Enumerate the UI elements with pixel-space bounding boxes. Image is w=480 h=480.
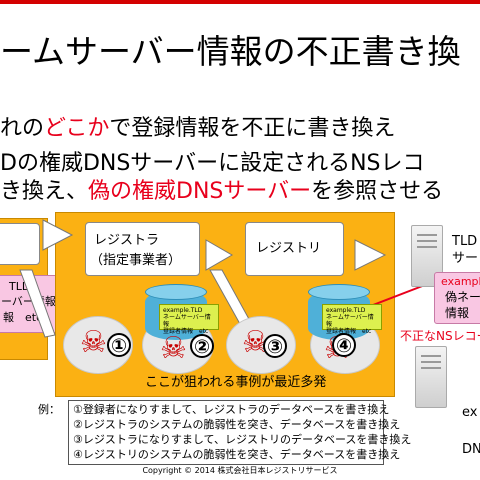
bullet-line-1: れのどこかで登録情報を不正に書き換え <box>0 114 480 144</box>
copyright-text: Copyright © 2014 株式会社日本レジストリサービス <box>142 466 338 475</box>
target-number-4: ④ <box>332 333 356 357</box>
db-card-line-3: 登録者情報 etc <box>326 328 372 335</box>
fake-ns-card: exampl 偽ネー 情報 <box>434 272 480 324</box>
tld-server-label-1: TLD <box>452 234 478 249</box>
example-item-1: ①登録者になりすまして、レジストラのデータベースを書き換え <box>73 403 390 416</box>
bullet-text: を参照させる <box>311 179 444 204</box>
tld-server-label-2: サー <box>452 251 479 266</box>
fake-ns-record-label: 不正なNSレコー <box>400 329 480 343</box>
example-item-3: ③レジストラになりすまして、レジストリのデータベースを書き換え <box>73 433 412 446</box>
bullet-line-3: き換え、偽の権威DNSサーバーを参照させる <box>0 177 480 207</box>
db-card-line-1: example.TLD <box>163 307 203 314</box>
bottom-right-label-2: DN <box>462 442 480 457</box>
registrar-label: レジストラ <box>94 233 160 248</box>
registrar-db-card: example.TLD ネームサーバー情報 登録者情報 etc <box>159 304 219 335</box>
registry-db-card: example.TLD ネームサーバー情報 登録者情報 etc <box>322 304 382 335</box>
bullet-emphasis-text: 偽の権威DNSサーバー <box>88 179 312 204</box>
registrant-inner-box <box>0 223 40 265</box>
bullet-line-2: Dの権威DNSサーバーに設定されるNSレコ <box>0 149 480 179</box>
callout-wedge-1 <box>19 269 56 338</box>
bullet-text: で登録情報を不正に書き換え <box>109 116 396 141</box>
registry-box: レジストリ <box>245 222 344 276</box>
skull-icon: ☠ <box>160 331 187 366</box>
fake-card-line-2: 偽ネー <box>445 290 480 304</box>
bullet-text: き換え、 <box>0 179 89 204</box>
target-number-2: ② <box>190 334 214 358</box>
registrar-box: レジストラ （指定事業者） <box>85 222 200 276</box>
bullet-emphasis-text: どこか <box>44 116 110 141</box>
bullet-text: れの <box>0 116 45 141</box>
example-item-2: ②レジストラのシステムの脆弱性を突き、データベースを書き換え <box>73 418 401 431</box>
bullet-text: Dの権威DNSサーバーに設定されるNSレコ <box>0 151 425 176</box>
db-card-line-2: ネームサーバー情報 <box>326 314 374 328</box>
db-card-line-2: ネームサーバー情報 <box>163 314 211 328</box>
registry-database-top <box>308 284 370 300</box>
examples-label: 例： <box>38 403 60 416</box>
db-card-line-3: 登録者情報 etc <box>163 328 209 335</box>
skull-icon: ☠ <box>80 325 107 360</box>
slide-title: ームサーバー情報の不正書き換 <box>0 32 461 71</box>
db-card-line-1: example.TLD <box>326 307 366 314</box>
card-line-3: 報 etc <box>3 311 43 324</box>
bottom-right-label-1: ex <box>462 405 478 420</box>
fake-card-line-1: exampl <box>441 275 480 288</box>
arrow-registry-to-tld <box>354 239 387 271</box>
fake-card-line-3: 情報 <box>445 306 470 320</box>
registry-label: レジストリ <box>256 241 322 256</box>
registrar-database-top <box>145 284 207 300</box>
dns-server-icon <box>415 346 447 408</box>
top-accent-bar <box>0 0 480 4</box>
flow-arrows <box>19 219 426 338</box>
registrar-sublabel: （指定事業者） <box>90 253 182 268</box>
target-number-3: ③ <box>263 334 287 358</box>
arrow-registrant-to-registrar <box>42 219 74 251</box>
example-item-4: ④レジストリのシステムの脆弱性を突き、データベースを書き換え <box>73 448 401 461</box>
attack-caption: ここが狙われる事例が最近多発 <box>145 375 327 390</box>
arrow-registrar-to-registry <box>205 239 234 271</box>
examples-box: ①登録者になりすまして、レジストラのデータベースを書き換え ②レジストラのシステ… <box>68 400 412 465</box>
target-number-1: ① <box>107 333 131 357</box>
